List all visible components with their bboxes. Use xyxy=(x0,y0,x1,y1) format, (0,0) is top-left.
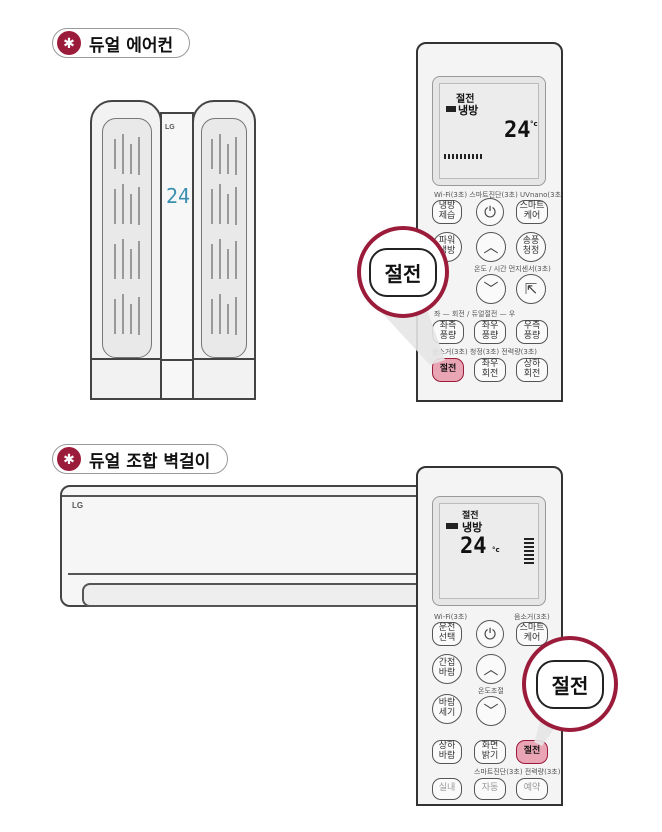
section-title-text-2: 듀얼 조합 벽걸이 xyxy=(89,451,211,472)
indoor-button[interactable]: 실내 xyxy=(432,778,462,800)
section-title-text: 듀얼 에어컨 xyxy=(89,35,174,56)
remote1-lcd-temp: 24 xyxy=(504,118,531,143)
left-panel xyxy=(90,100,162,400)
fan-clean-button[interactable]: 송풍 청정 xyxy=(516,232,546,262)
remote2-label-row4: 스마트진단(3초) 전력량(3초) xyxy=(474,768,561,776)
indirect-wind-button[interactable]: 간접 바람 xyxy=(432,654,462,684)
wind-strength-button[interactable]: 바람 세기 xyxy=(432,694,462,724)
lr-rotate-button[interactable]: 좌우 회전 xyxy=(474,358,506,382)
left-grille-slats xyxy=(114,134,140,335)
battery-icon xyxy=(446,106,456,112)
temp-up-button[interactable]: ︿ xyxy=(476,232,506,262)
battery-icon-2 xyxy=(446,523,458,529)
remote2-lcd-mode-main: 냉방 xyxy=(462,521,483,534)
remote2-lcd-temp: 24 xyxy=(460,534,487,559)
remote1-lcd-mode-top: 절전 xyxy=(456,94,475,105)
lg-logo: LG xyxy=(165,124,175,131)
run-select-button[interactable]: 운전 선택 xyxy=(432,622,462,646)
left-grille xyxy=(102,118,152,358)
ud-wind-button[interactable]: 상하 바람 xyxy=(432,740,462,764)
temp-down-button-2[interactable]: ﹀ xyxy=(476,696,506,726)
smart-care-button[interactable]: 스마트 케어 xyxy=(516,200,548,224)
callout2-label: 절전 xyxy=(535,659,605,709)
remote1-label-row0: Wi-Fi(3초) 스마트진단(3초) UVnano(3초) xyxy=(434,191,563,199)
chevron-up-icon: ︿ xyxy=(483,237,499,256)
remote2-label-row2: 온도조절 xyxy=(478,687,504,695)
remote2-label-row0b: 음소거(3초) xyxy=(514,613,550,621)
fan-level-icon xyxy=(444,154,484,159)
callout1-label: 절전 xyxy=(368,247,438,297)
remote2-lcd-screen: 절전 냉방 24 °c xyxy=(439,503,539,599)
chevron-down-icon: ﹀ xyxy=(483,279,499,298)
reserve-button[interactable]: 예약 xyxy=(516,778,548,800)
remote1-label-row2: 온도 / 시간 먼지센서(3초) xyxy=(474,265,551,273)
remote-control-1: 절전 냉방 24 °c Wi-Fi(3초) 스마트진단(3초) UVnano(3… xyxy=(416,42,563,402)
remote1-lcd-screen: 절전 냉방 24 °c xyxy=(439,83,539,179)
remote1-lcd-unit: °c xyxy=(530,120,538,128)
wind-level-icon xyxy=(524,538,534,564)
power-button-2[interactable]: ⏻ xyxy=(476,620,504,648)
standing-air-conditioner: LG 24 xyxy=(90,100,256,400)
side-button[interactable]: ⇱ xyxy=(516,274,546,304)
cool-dehumid-button[interactable]: 냉방 제습 xyxy=(432,200,462,224)
section-title-dual-ac: ✱ 듀얼 에어컨 xyxy=(52,28,190,58)
section-title-dual-wall: ✱ 듀얼 조합 벽걸이 xyxy=(52,444,228,474)
side-icon: ⇱ xyxy=(524,279,538,298)
star-icon: ✱ xyxy=(57,447,81,471)
remote2-label-row0: Wi-Fi(3초) xyxy=(434,613,468,621)
ud-rotate-button[interactable]: 상하 회전 xyxy=(516,358,548,382)
right-grille-slats xyxy=(211,134,237,335)
right-panel xyxy=(192,100,256,400)
chevron-up-icon: ︿ xyxy=(483,659,499,678)
chevron-down-icon: ﹀ xyxy=(483,701,499,720)
remote1-label-row4: 음소거(3초) 청정(3초) 전력량(3초) xyxy=(432,348,538,356)
remote2-lcd: 절전 냉방 24 °c xyxy=(432,496,546,606)
remote1-label-row3: 좌 — 회전 / 듀얼절전 — 우 xyxy=(434,310,516,318)
power-save-button-2[interactable]: 절전 xyxy=(516,740,548,764)
remote-control-2: 절전 냉방 24 °c Wi-Fi(3초) 음소거(3초) 운전 선택 ⏻ 스마… xyxy=(416,466,563,806)
temp-up-button-2[interactable]: ︿ xyxy=(476,654,506,684)
wall-vane xyxy=(82,583,436,607)
remote1-lcd: 절전 냉방 24 °c xyxy=(432,76,546,186)
power-icon: ⏻ xyxy=(484,624,496,643)
callout-power-save-1: 절전 xyxy=(357,226,449,318)
remote1-lcd-mode-main: 냉방 xyxy=(458,104,479,117)
wall-air-conditioner: LG xyxy=(60,485,436,607)
power-button[interactable]: ⏻ xyxy=(476,198,504,226)
lr-wind-button[interactable]: 좌우 풍량 xyxy=(474,320,506,344)
right-wind-button[interactable]: 우측 풍량 xyxy=(516,320,548,344)
screen-bright-button[interactable]: 화면 밝기 xyxy=(474,740,506,764)
remote2-lcd-mode-top: 절전 xyxy=(462,511,479,521)
right-grille xyxy=(201,118,247,358)
stand-temp-display: 24 xyxy=(166,184,191,208)
wall-lg-logo: LG xyxy=(72,501,84,510)
remote2-lcd-unit: °c xyxy=(492,546,500,554)
star-icon: ✱ xyxy=(57,31,81,55)
callout-power-save-2: 절전 xyxy=(522,636,618,732)
center-display-column: LG 24 xyxy=(160,112,194,400)
auto-button[interactable]: 자동 xyxy=(474,778,506,800)
smart-care-button-2[interactable]: 스마트 케어 xyxy=(516,622,548,646)
temp-down-button[interactable]: ﹀ xyxy=(476,274,506,304)
power-icon: ⏻ xyxy=(484,202,496,221)
